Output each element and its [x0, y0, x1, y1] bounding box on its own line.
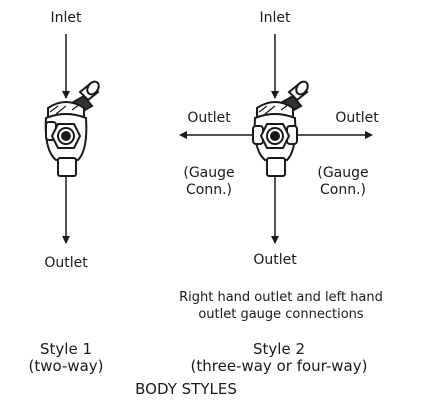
style2-outlet-bottom-label: Outlet: [253, 252, 297, 268]
figure-title: BODY STYLES: [135, 380, 237, 398]
gauge-conn-left-line1: (Gauge: [183, 165, 235, 181]
style1-desc: (two-way): [28, 357, 104, 375]
style2-name: Style 2: [253, 340, 305, 358]
style1-name: Style 1: [40, 340, 92, 358]
style1-inlet-label: Inlet: [50, 10, 82, 26]
gauge-conn-right-line1: (Gauge: [317, 165, 369, 181]
style2-outlet-right-label: Outlet: [335, 110, 379, 126]
style1-outlet-label: Outlet: [44, 255, 88, 271]
gauge-conn-right-line2: Conn.): [320, 182, 366, 198]
style2-caption-line1: Right hand outlet and left hand: [179, 290, 383, 305]
style2-desc: (three-way or four-way): [190, 357, 368, 375]
style1-valve-icon: [44, 80, 100, 177]
style2-outlet-left-label: Outlet: [187, 110, 231, 126]
style2-caption-line2: outlet gauge connections: [198, 307, 364, 322]
style2-inlet-label: Inlet: [259, 10, 291, 26]
style2-valve-icon: [252, 80, 309, 177]
gauge-conn-left-line2: Conn.): [186, 182, 232, 198]
